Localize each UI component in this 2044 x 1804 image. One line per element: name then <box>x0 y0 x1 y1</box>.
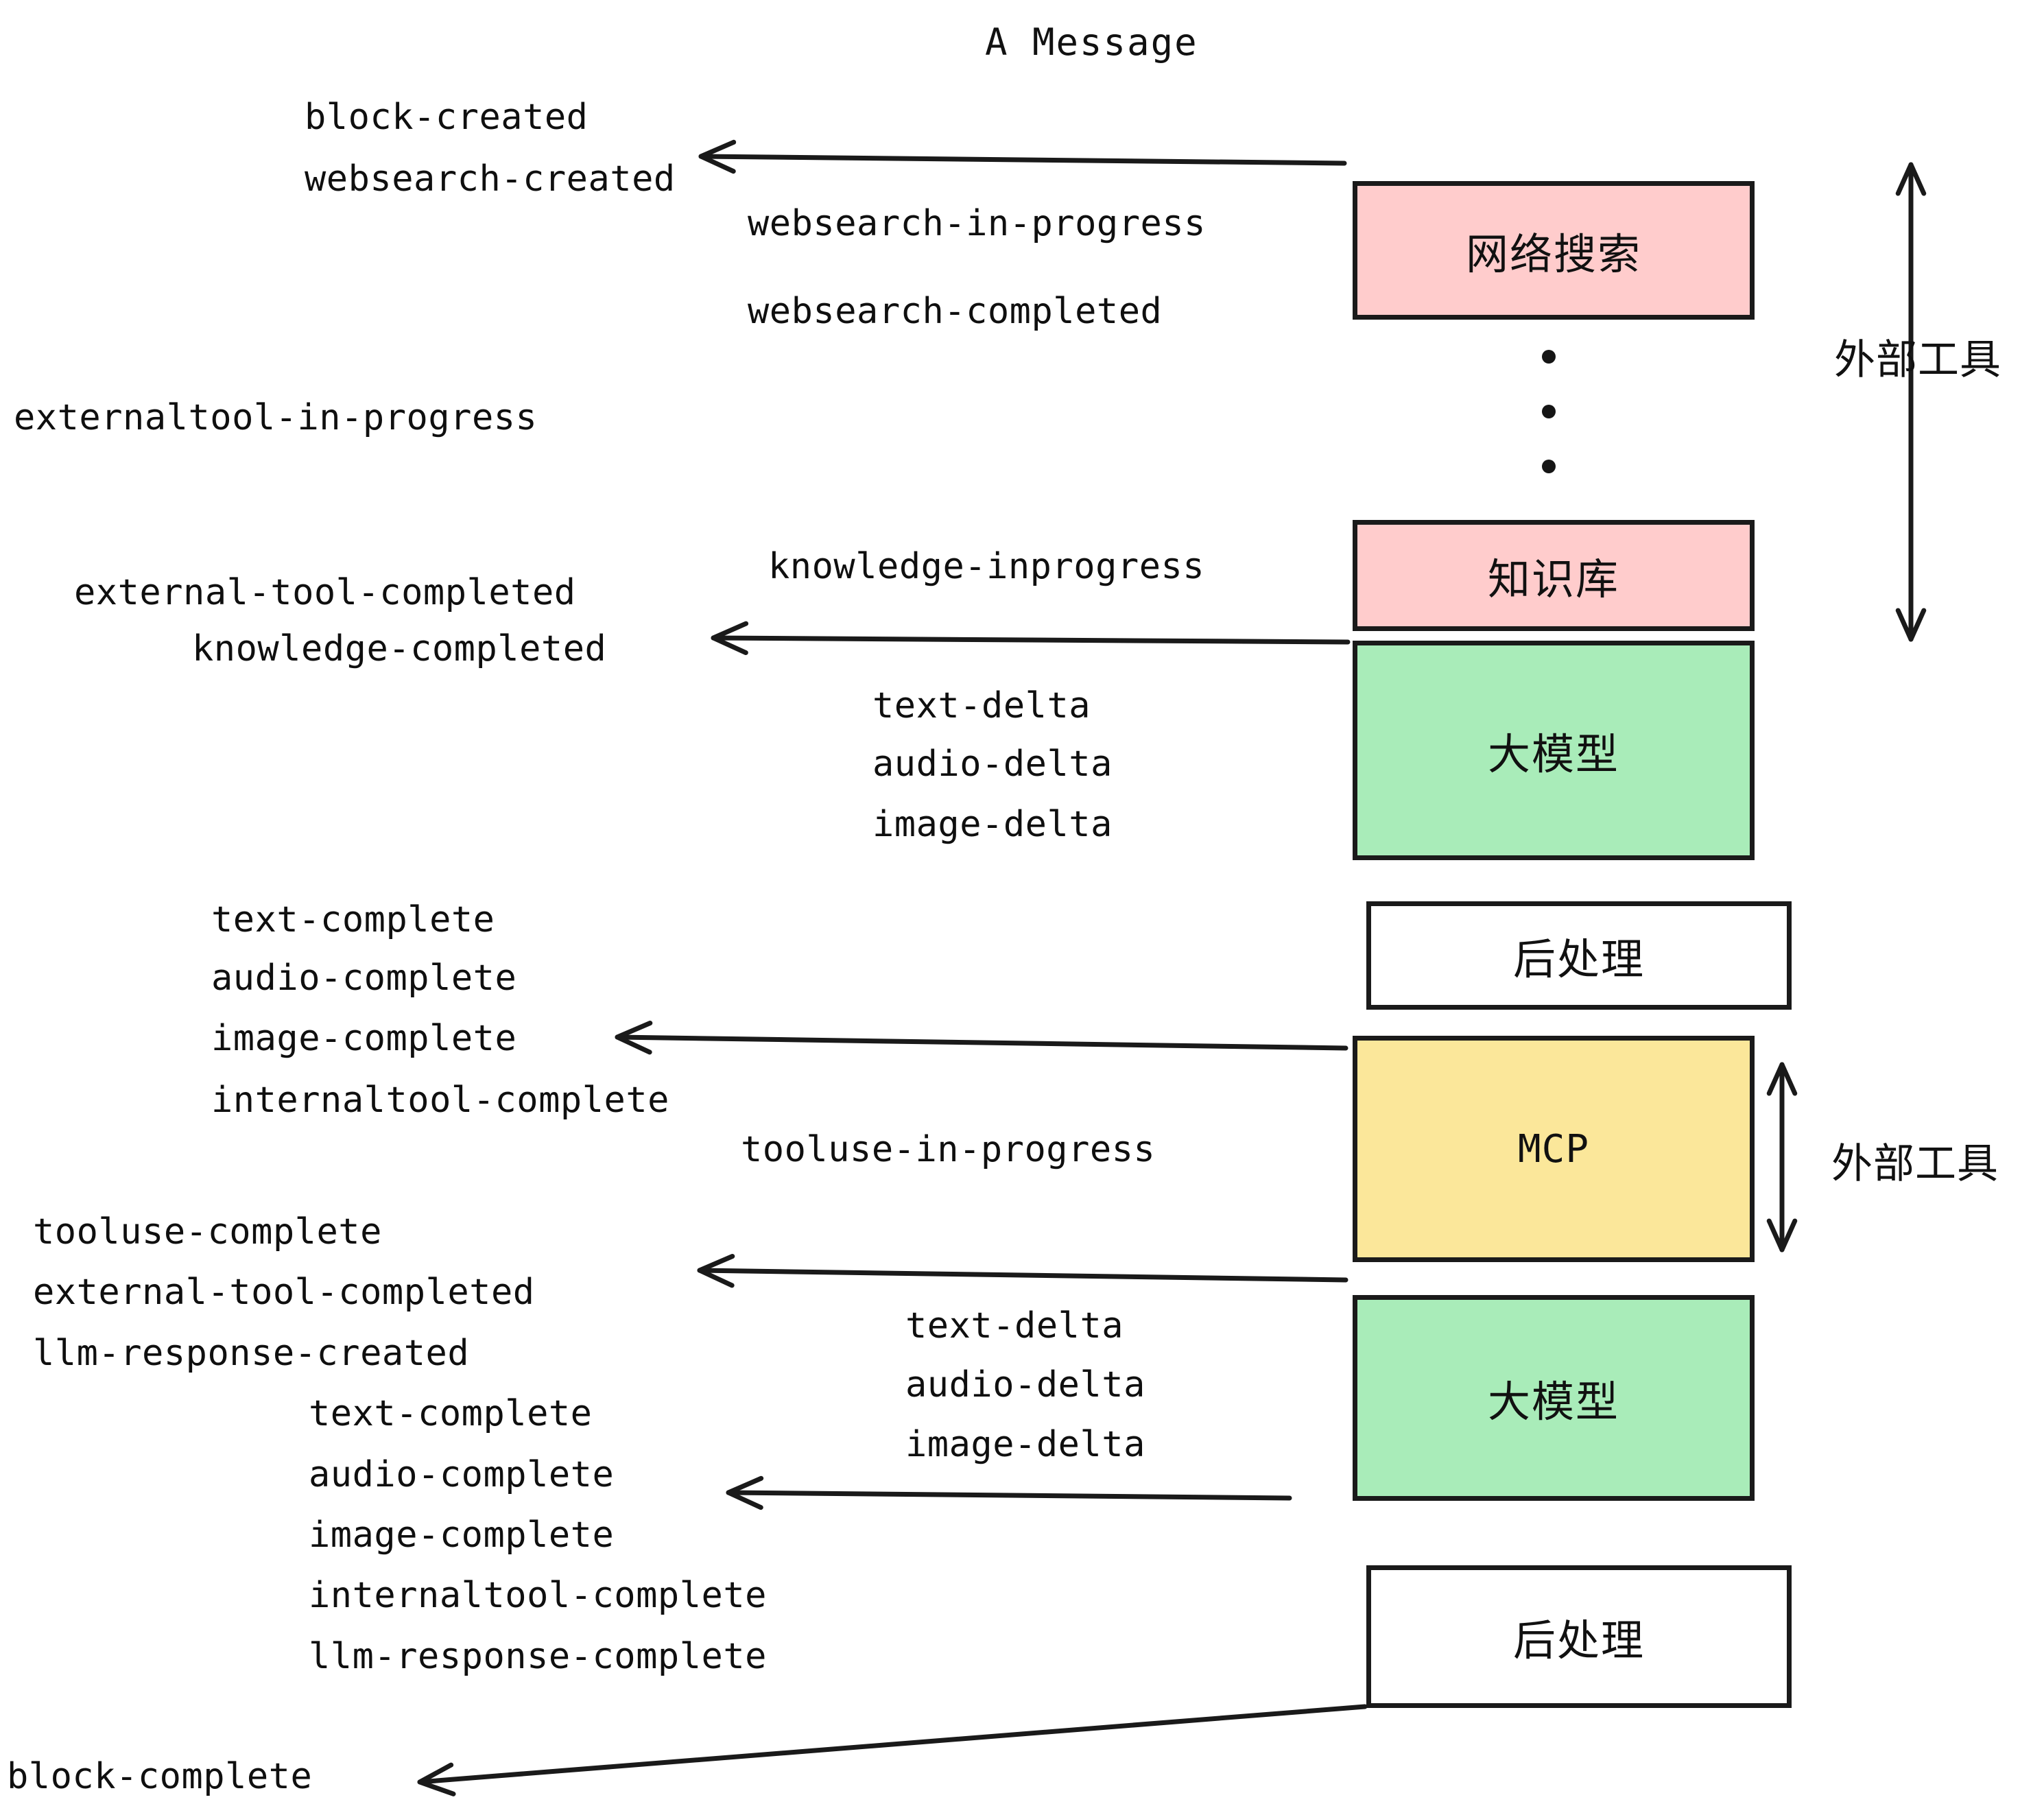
arrow-tooluse-complete <box>697 1268 1348 1283</box>
side-arrow-head-down-external-tools-bottom <box>1766 1218 1798 1253</box>
node-label-llm-2: 大模型 <box>1487 1377 1619 1427</box>
side-label-external-tools-bottom: 外部工具 <box>1831 1140 1999 1188</box>
event-label-websearch-created: websearch-created <box>305 158 676 200</box>
node-box-llm-2: 大模型 <box>1353 1295 1755 1501</box>
event-label-knowledge-completed: knowledge-completed <box>192 628 607 669</box>
event-label-text-complete-2: text-complete <box>309 1393 593 1434</box>
arrow-knowledge-completed-head <box>711 621 749 656</box>
event-label-audio-delta-1: audio-delta <box>872 744 1113 785</box>
event-label-internaltool-complete-1: internaltool-complete <box>211 1080 669 1121</box>
ellipsis-dot <box>1542 405 1556 418</box>
event-label-external-tool-completed-1: external-tool-completed <box>74 572 576 613</box>
event-label-image-complete-2: image-complete <box>309 1515 615 1556</box>
event-label-audio-complete-1: audio-complete <box>211 958 517 999</box>
event-label-tooluse-in-progress: tooluse-in-progress <box>741 1129 1156 1170</box>
side-arrow-head-down-external-tools-top <box>1895 608 1927 642</box>
event-label-image-delta-1: image-delta <box>872 804 1113 845</box>
node-label-websearch: 网络搜索 <box>1465 229 1641 279</box>
event-label-llm-response-created: llm-response-created <box>33 1333 470 1374</box>
node-box-llm-1: 大模型 <box>1353 641 1755 860</box>
arrow-block-created <box>698 154 1347 166</box>
node-label-postproc-1: 后处理 <box>1512 934 1645 984</box>
event-label-image-complete-1: image-complete <box>211 1018 517 1059</box>
arrow-image-complete-head <box>615 1021 653 1055</box>
event-label-audio-delta-2: audio-delta <box>905 1364 1145 1405</box>
event-label-block-complete: block-complete <box>7 1756 313 1797</box>
node-box-postproc-2: 后处理 <box>1366 1565 1792 1708</box>
event-label-websearch-completed: websearch-completed <box>748 291 1163 332</box>
event-label-audio-complete-2: audio-complete <box>309 1454 615 1495</box>
node-label-llm-1: 大模型 <box>1487 729 1619 779</box>
ellipsis-dot <box>1542 460 1556 473</box>
arrow-block-complete <box>417 1704 1368 1785</box>
side-arrow-head-up-external-tools-top <box>1895 162 1927 196</box>
page-title: A Message <box>985 21 1198 64</box>
node-box-websearch: 网络搜索 <box>1353 181 1755 320</box>
side-arrow-head-up-external-tools-bottom <box>1766 1062 1798 1096</box>
node-box-mcp: MCP <box>1353 1036 1755 1262</box>
arrow-block-created-head <box>698 139 737 174</box>
arrow-audio-complete <box>726 1490 1292 1501</box>
node-box-knowledge: 知识库 <box>1353 520 1755 631</box>
side-label-external-tools-top: 外部工具 <box>1834 336 2001 384</box>
event-label-text-delta-2: text-delta <box>905 1305 1124 1346</box>
event-label-tooluse-complete: tooluse-complete <box>33 1211 382 1253</box>
arrow-block-complete-head <box>417 1762 456 1796</box>
event-label-internaltool-complete-2: internaltool-complete <box>309 1575 767 1616</box>
event-label-block-created: block-created <box>305 97 589 138</box>
event-label-llm-response-complete: llm-response-complete <box>309 1636 767 1677</box>
arrow-audio-complete-head <box>726 1475 764 1510</box>
ellipsis-dot <box>1542 350 1556 364</box>
arrow-image-complete <box>615 1034 1348 1051</box>
event-label-image-delta-2: image-delta <box>905 1424 1145 1465</box>
node-label-postproc-2: 后处理 <box>1512 1615 1645 1665</box>
event-label-text-delta-1: text-delta <box>872 685 1091 726</box>
event-label-external-tool-completed-2: external-tool-completed <box>33 1272 535 1313</box>
event-label-text-complete-1: text-complete <box>211 899 495 940</box>
node-box-postproc-1: 后处理 <box>1366 901 1792 1010</box>
event-label-websearch-in-progress: websearch-in-progress <box>748 203 1206 244</box>
arrow-tooluse-complete-head <box>697 1254 735 1288</box>
vertical-ellipsis-icon <box>1542 350 1556 473</box>
node-label-knowledge: 知识库 <box>1487 554 1619 604</box>
event-label-knowledge-inprogress: knowledge-inprogress <box>768 546 1205 587</box>
event-label-externaltool-in-progress: externaltool-in-progress <box>14 397 538 438</box>
arrow-knowledge-completed <box>711 635 1351 645</box>
node-label-mcp: MCP <box>1517 1126 1590 1172</box>
